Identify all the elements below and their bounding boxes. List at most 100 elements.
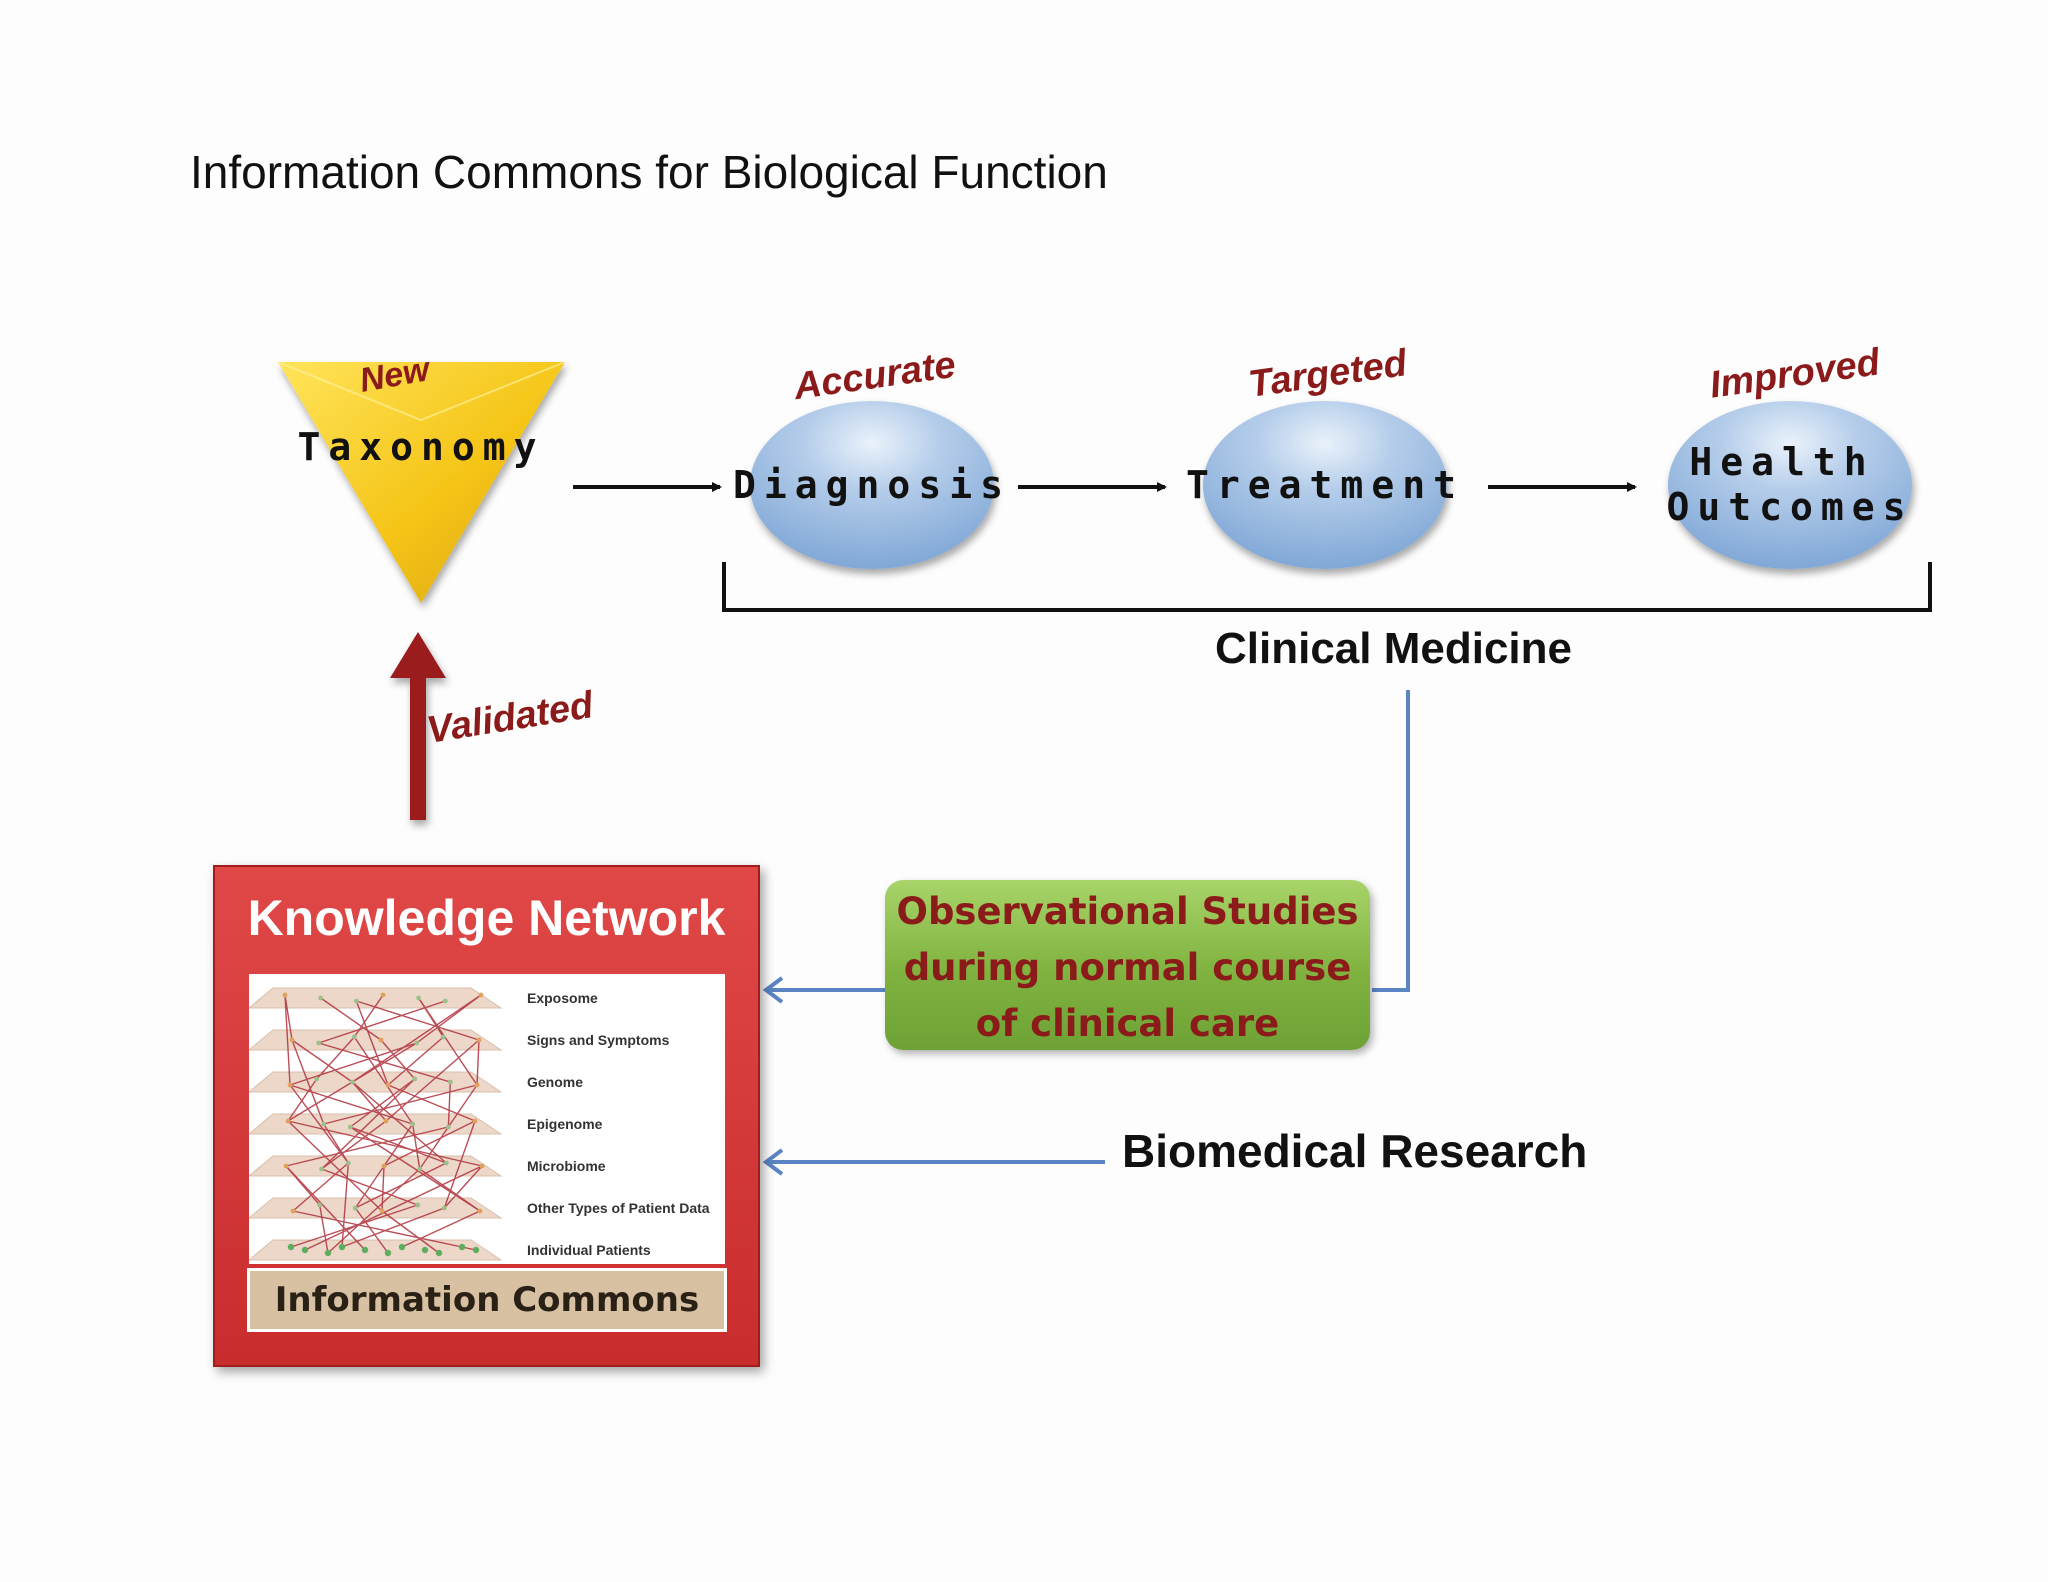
- network-node-dot: [412, 1076, 418, 1082]
- network-layer-label: Individual Patients: [527, 1242, 651, 1258]
- network-link: [411, 1123, 421, 1170]
- network-link: [321, 1120, 387, 1170]
- network-node-dot: [378, 1037, 384, 1043]
- network-link: [383, 1120, 476, 1167]
- network-node-dot: [417, 1166, 423, 1172]
- network-link: [351, 994, 482, 1083]
- observational-line-1: Observational Studies: [896, 890, 1359, 933]
- network-node-dot: [301, 1246, 309, 1254]
- diagnosis-label: Diagnosis: [733, 463, 1011, 507]
- network-node-dot: [421, 1246, 429, 1254]
- network-link: [443, 1165, 483, 1209]
- network-link: [284, 994, 293, 1041]
- network-link: [323, 1084, 478, 1125]
- network-node-dot: [379, 1208, 385, 1214]
- network-node-dot: [472, 1118, 478, 1124]
- network-link: [291, 1039, 325, 1125]
- observational-line-2: during normal course: [903, 946, 1352, 989]
- network-node-dot: [353, 998, 359, 1004]
- network-node-dot: [314, 1076, 320, 1082]
- network-node-dot: [443, 1160, 449, 1166]
- page-title: Information Commons for Biological Funct…: [190, 146, 1108, 198]
- taxonomy-node: New Taxonomy: [277, 350, 566, 603]
- network-link: [418, 997, 478, 1086]
- network-layer-label: Genome: [527, 1074, 583, 1090]
- network-link: [476, 1039, 480, 1086]
- network-node-dot: [317, 1202, 323, 1208]
- biomedical-research-label: Biomedical Research: [1122, 1125, 1588, 1177]
- outcomes-label-line2: Outcomes: [1666, 485, 1913, 529]
- validated-arrow: Validated: [390, 632, 597, 820]
- network-layer-label: Microbiome: [527, 1158, 606, 1174]
- clinical-to-observational-connector: [1372, 690, 1410, 992]
- network-link: [316, 1036, 355, 1080]
- network-node-dot: [345, 1160, 351, 1166]
- network-link: [349, 1078, 416, 1128]
- outcomes-ellipse: [1668, 401, 1912, 569]
- outcomes-label-line1: Health: [1689, 440, 1874, 484]
- observational-to-knowledge-arrow: [762, 976, 885, 1004]
- taxonomy-triangle: [278, 362, 565, 603]
- network-node-dot: [416, 995, 422, 1001]
- network-node-dot: [447, 1079, 453, 1085]
- observational-line-3: of clinical care: [975, 1002, 1280, 1045]
- network-node-dot: [414, 1040, 420, 1046]
- network-link: [353, 1036, 414, 1125]
- network-node-dot: [282, 992, 288, 998]
- network-node-dot: [478, 992, 484, 998]
- network-link: [341, 1207, 445, 1248]
- network-node-dot: [287, 1243, 295, 1251]
- network-link: [349, 1126, 481, 1212]
- network-node-dot: [410, 1121, 416, 1127]
- network-link: [285, 1126, 449, 1167]
- network-layer-label: Other Types of Patient Data: [527, 1200, 710, 1216]
- network-link: [385, 1039, 480, 1122]
- network-node-dot: [324, 1249, 332, 1257]
- network-node-dot: [472, 1246, 480, 1254]
- network-node-dot: [351, 1034, 357, 1040]
- network-layer-plane: [247, 1197, 503, 1219]
- taxonomy-label: Taxonomy: [297, 425, 544, 469]
- network-node-dot: [415, 1202, 421, 1208]
- network-link: [351, 1081, 387, 1122]
- information-commons-label: Information Commons: [247, 1268, 727, 1332]
- network-node-dot: [321, 1121, 327, 1127]
- diagnosis-ellipse: [750, 401, 994, 569]
- network-link: [320, 997, 382, 1041]
- network-link: [284, 994, 291, 1086]
- network-node-dot: [283, 1163, 289, 1169]
- network-link: [287, 1120, 383, 1212]
- network-link: [355, 1162, 447, 1209]
- network-node-dot: [445, 1124, 451, 1130]
- network-node-dot: [338, 1243, 346, 1251]
- network-link: [356, 1000, 480, 1041]
- clinical-medicine-bracket: [722, 562, 1932, 612]
- network-link: [401, 1210, 481, 1248]
- network-node-dot: [347, 1124, 353, 1130]
- network-node-dot: [381, 1163, 387, 1169]
- network-layer-plane: [247, 1029, 503, 1051]
- knowledge-network-title: Knowledge Network: [247, 890, 726, 946]
- network-link: [419, 1168, 481, 1212]
- network-link: [381, 1210, 440, 1254]
- network-node-dot: [361, 1246, 369, 1254]
- network-link: [341, 1162, 350, 1248]
- network-link: [287, 1120, 483, 1167]
- network-link: [323, 1123, 349, 1164]
- network-node-dot: [442, 998, 448, 1004]
- network-node-dot: [318, 995, 324, 1001]
- network-link: [285, 1165, 366, 1251]
- network-node-dot: [474, 1082, 480, 1088]
- network-layer-label: Exposome: [527, 990, 598, 1006]
- network-link: [321, 1168, 418, 1206]
- network-link: [287, 1078, 318, 1122]
- treatment-modifier: Targeted: [1246, 342, 1410, 406]
- outcomes-modifier: Improved: [1707, 341, 1883, 407]
- network-link: [318, 1000, 446, 1044]
- network-node-dot: [383, 1118, 389, 1124]
- observational-studies-box: Observational Studies during normal cour…: [885, 880, 1370, 1050]
